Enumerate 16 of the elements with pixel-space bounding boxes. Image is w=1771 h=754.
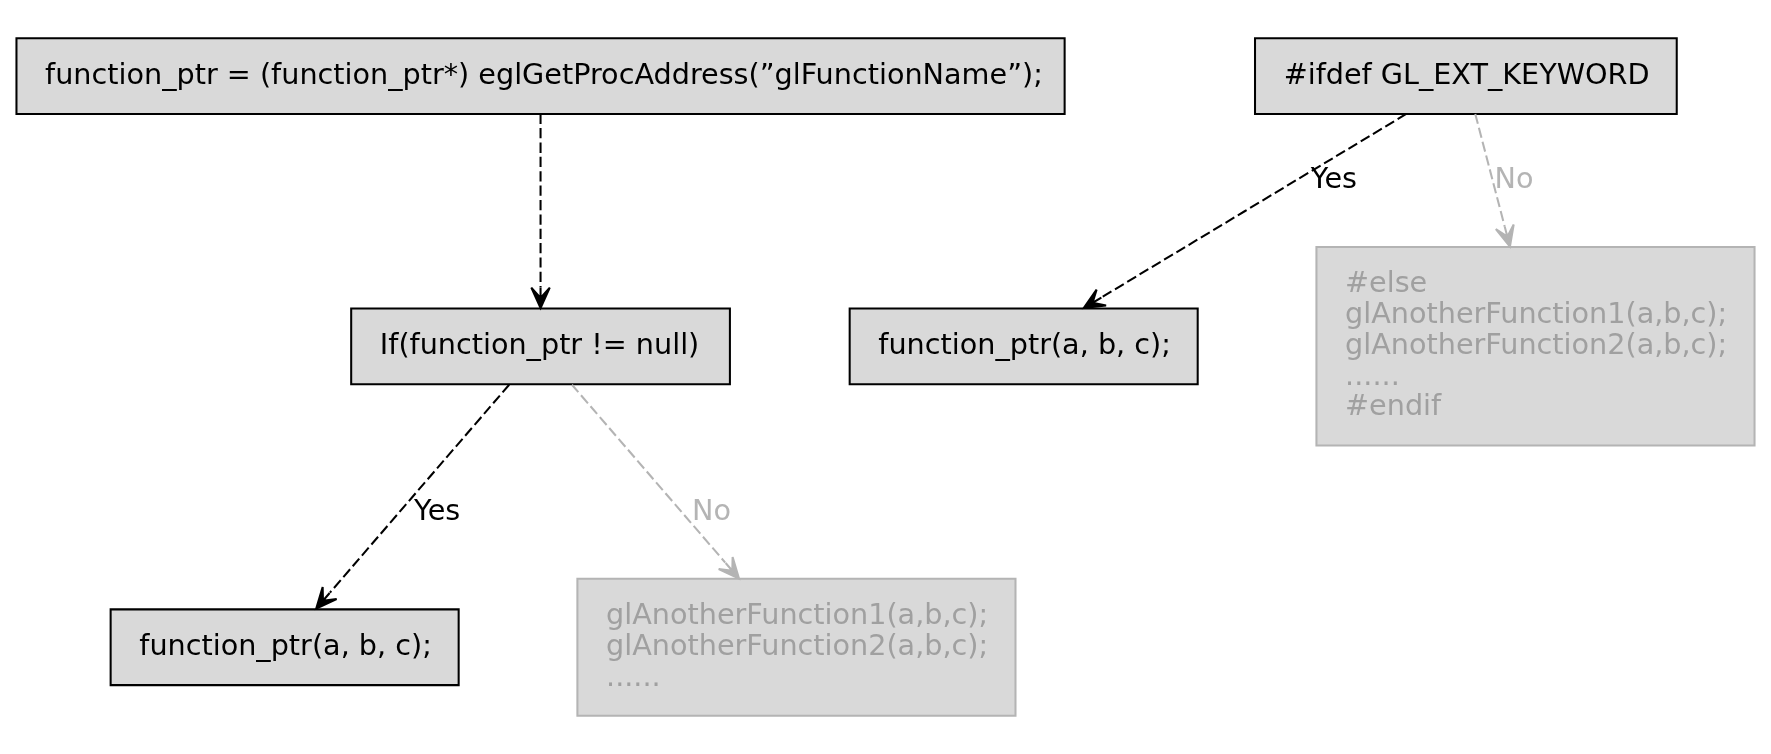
arrow: [315, 384, 510, 610]
edge-label: No: [1494, 161, 1534, 196]
edge-label: No: [692, 492, 731, 527]
node-box: function_ptr(a, b, c);: [848, 307, 1199, 386]
edge-label: Yes: [1310, 161, 1357, 196]
node-box: glAnotherFunction1(a,b,c); glAnotherFunction2(a,b,c); ......: [576, 577, 1017, 717]
node-box: #ifdef GL_EXT_KEYWORD: [1254, 37, 1678, 115]
node-box: If(function_ptr != null): [350, 307, 731, 386]
arrow: [571, 384, 741, 580]
edge-label: Yes: [414, 492, 461, 527]
node-box: #else glAnotherFunction1(a,b,c); glAnotherFunction2(a,b,c); ...... #endif: [1315, 245, 1756, 447]
arrow: [530, 114, 551, 310]
node-box: function_ptr(a, b, c);: [109, 608, 460, 687]
arrow: [1474, 113, 1515, 248]
node-box: function_ptr = (function_ptr*) eglGetProcAddress(”glFunctionName”);: [15, 37, 1066, 115]
arrow: [1082, 113, 1407, 310]
